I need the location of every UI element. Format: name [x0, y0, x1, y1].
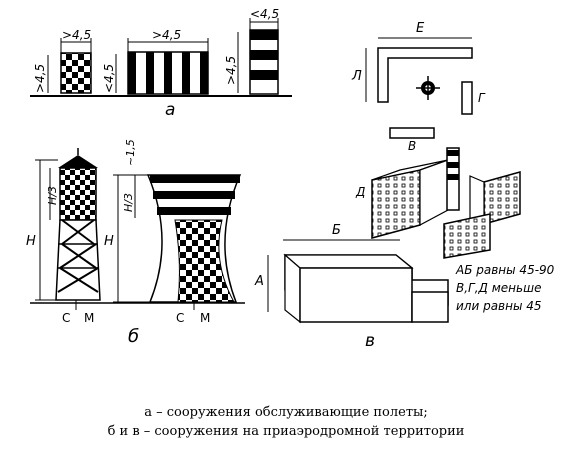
dim-d: Д	[355, 185, 365, 199]
dim-width-b: >4,5	[152, 28, 181, 42]
plan-l-shape: Е Л Г В	[351, 21, 486, 153]
axis-c-1: С	[62, 311, 70, 325]
dim-height-b: <4,5	[102, 64, 116, 93]
vertical-stripes-block: >4,5 <4,5	[102, 28, 209, 95]
note-line-1: АБ равны 45-90	[455, 263, 555, 277]
dim-b: Б	[332, 223, 341, 238]
dim-height-c: >4,5	[224, 56, 238, 85]
note-line-3: или равны 45	[456, 299, 542, 313]
stepped-block: Б А	[254, 223, 449, 324]
dimension-note: АБ равны 45-90 В,Г,Д меньше или равны 45	[455, 263, 555, 313]
dim-a: А	[254, 274, 264, 289]
dim-width-a: >4,5	[62, 28, 91, 42]
panel-v: Е Л Г В Д	[254, 21, 555, 351]
horizontal-stripes-block: <4,5 >4,5	[224, 7, 279, 95]
dim-h3-cooling: H/3	[122, 193, 135, 212]
panel-b: H H/3 С М H H/3 ~1,5 С М б	[26, 139, 245, 347]
dim-top-cooling: ~1,5	[124, 139, 137, 166]
caption-line-1: а – сооружения обслуживающие полеты;	[144, 405, 428, 420]
dim-l: Л	[351, 69, 362, 84]
axis-m-1: М	[84, 311, 94, 325]
dim-height-a: >4,5	[33, 64, 47, 93]
dim-h3-tower: H/3	[46, 186, 59, 205]
cooling-tower: H H/3 ~1,5 С М	[104, 139, 242, 325]
dim-g-plan: Г	[478, 91, 486, 105]
note-line-2: В,Г,Д меньше	[456, 281, 541, 295]
checkered-block: >4,5 >4,5	[33, 28, 92, 94]
dim-width-c: <4,5	[250, 7, 279, 21]
dim-h-tower: H	[26, 234, 36, 249]
panel-b-label: б	[128, 326, 139, 347]
panel-v-label: в	[365, 331, 375, 351]
caption-line-2: б и в – сооружения на приаэродромной тер…	[107, 424, 465, 439]
dim-h-cooling: H	[104, 234, 114, 249]
dim-e: Е	[416, 21, 425, 36]
dim-v: В	[408, 139, 416, 153]
axis-m-2: М	[200, 311, 210, 325]
buildings-isometric: Д	[355, 147, 521, 259]
panel-a-label: а	[165, 100, 175, 120]
axis-c-2: С	[176, 311, 184, 325]
lattice-tower: H H/3 С М	[26, 148, 101, 325]
panel-a: >4,5 >4,5 >4,5 <4,5	[30, 7, 292, 120]
